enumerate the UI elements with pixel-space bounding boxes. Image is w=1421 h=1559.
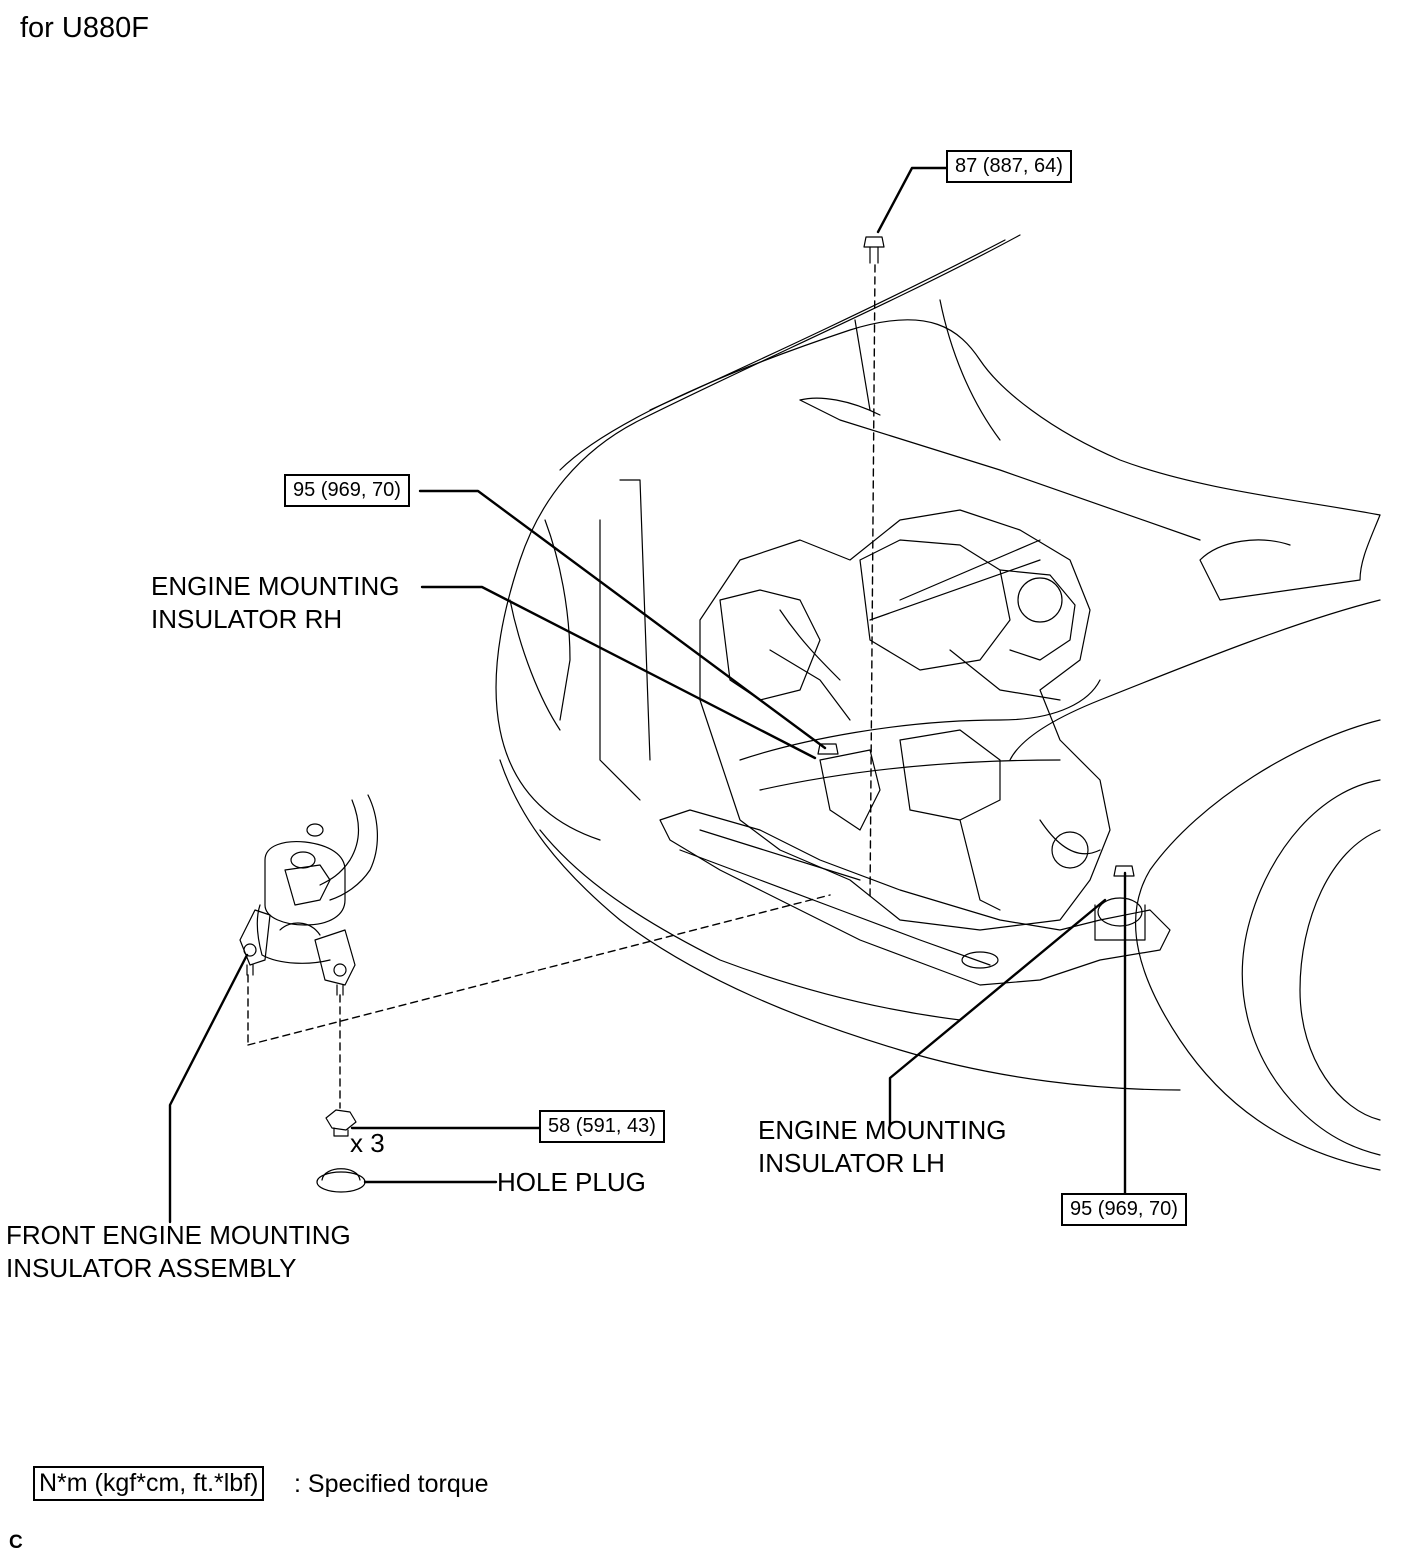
label-lh-line2: INSULATOR LH [758,1148,945,1178]
label-front-assembly: FRONT ENGINE MOUNTING INSULATOR ASSEMBLY [6,1219,351,1285]
legend-text: : Specified torque [294,1470,489,1498]
bolt-lh [1113,865,1135,877]
bolt-rh [817,743,839,755]
front-mount-assembly [239,794,378,996]
torque-label-bottom: 58 (591, 43) [539,1110,665,1143]
dashed-lines [247,264,876,1109]
torque-label-top: 87 (887, 64) [946,150,1072,183]
leader-lines [168,166,1127,1224]
torque-label-rh: 95 (969, 70) [284,474,410,507]
label-front-line2: INSULATOR ASSEMBLY [6,1253,297,1283]
nut-bottom [325,1109,357,1137]
page-title: for U880F [20,12,149,44]
car-body-outline [495,234,1381,1171]
label-quantity: x 3 [350,1128,385,1158]
corner-mark: C [9,1532,23,1553]
label-rh-line2: INSULATOR RH [151,604,343,634]
label-rh-line1: ENGINE MOUNTING [151,571,400,601]
hole-plug-shape [316,1168,366,1193]
torque-label-lh: 95 (969, 70) [1061,1193,1187,1226]
engine-block [699,509,1111,931]
label-lh-line1: ENGINE MOUNTING [758,1115,1007,1145]
label-rh: ENGINE MOUNTING INSULATOR RH [151,570,399,636]
label-lh: ENGINE MOUNTING INSULATOR LH [758,1114,1006,1180]
bolt-top [863,236,885,264]
legend-torque-box: N*m (kgf*cm, ft.*lbf) [33,1466,265,1501]
label-hole-plug: HOLE PLUG [497,1167,646,1197]
subframe [659,809,1171,986]
label-front-line1: FRONT ENGINE MOUNTING [6,1220,351,1250]
